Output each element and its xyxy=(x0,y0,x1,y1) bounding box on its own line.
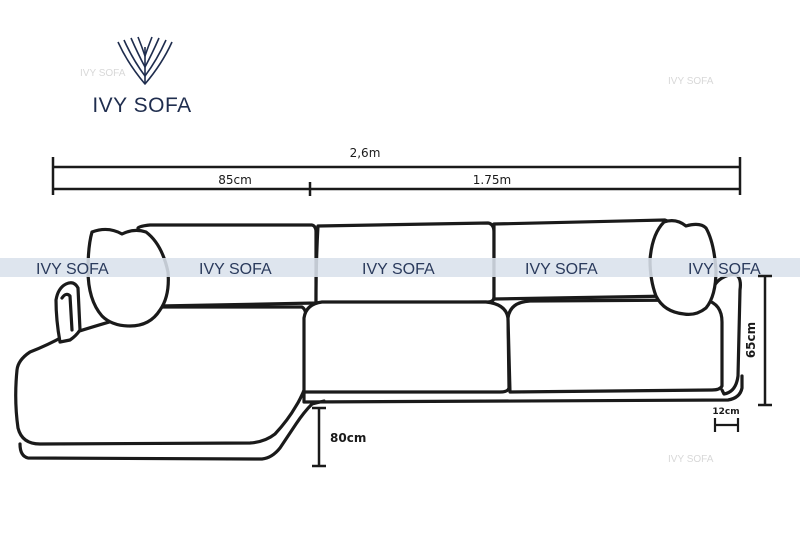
back-height-label: 65cm xyxy=(744,322,758,358)
main-base xyxy=(302,374,744,404)
brand-logo-icon xyxy=(117,36,173,85)
watermark-text: IVY SOFA xyxy=(525,261,598,278)
watermark-text: IVY SOFA xyxy=(199,261,272,278)
depth-offset-label: 80cm xyxy=(330,431,366,445)
pillow-left xyxy=(86,227,170,328)
watermark-text: IVY SOFA xyxy=(688,261,761,278)
main-width-label: 1.75m xyxy=(473,173,511,187)
seat-cushion-right xyxy=(506,298,724,394)
total-width-label: 2,6m xyxy=(350,146,381,160)
sofa-outline xyxy=(14,218,744,461)
section-width-dimension xyxy=(53,182,740,196)
base-height-label: 12cm xyxy=(712,407,739,417)
depth-offset-dimension xyxy=(312,406,326,468)
back-height-dimension xyxy=(758,274,772,407)
chaise-base xyxy=(18,399,326,461)
watermark-band: IVY SOFA IVY SOFA IVY SOFA IVY SOFA IVY … xyxy=(0,258,800,278)
seat-cushion-middle xyxy=(302,300,511,394)
chaise-seat xyxy=(14,305,308,446)
faint-watermark: IVY SOFA xyxy=(668,454,714,465)
brand-name: IVY SOFA xyxy=(92,94,191,117)
chaise-width-label: 85cm xyxy=(218,173,252,187)
faint-watermark: IVY SOFA xyxy=(668,76,714,87)
armrest-right xyxy=(712,272,742,396)
watermark-text: IVY SOFA xyxy=(36,261,109,278)
armrest-left xyxy=(54,281,82,344)
faint-watermark: IVY SOFA xyxy=(80,68,126,79)
base-height-dimension xyxy=(713,418,740,432)
watermark-text: IVY SOFA xyxy=(362,261,435,278)
